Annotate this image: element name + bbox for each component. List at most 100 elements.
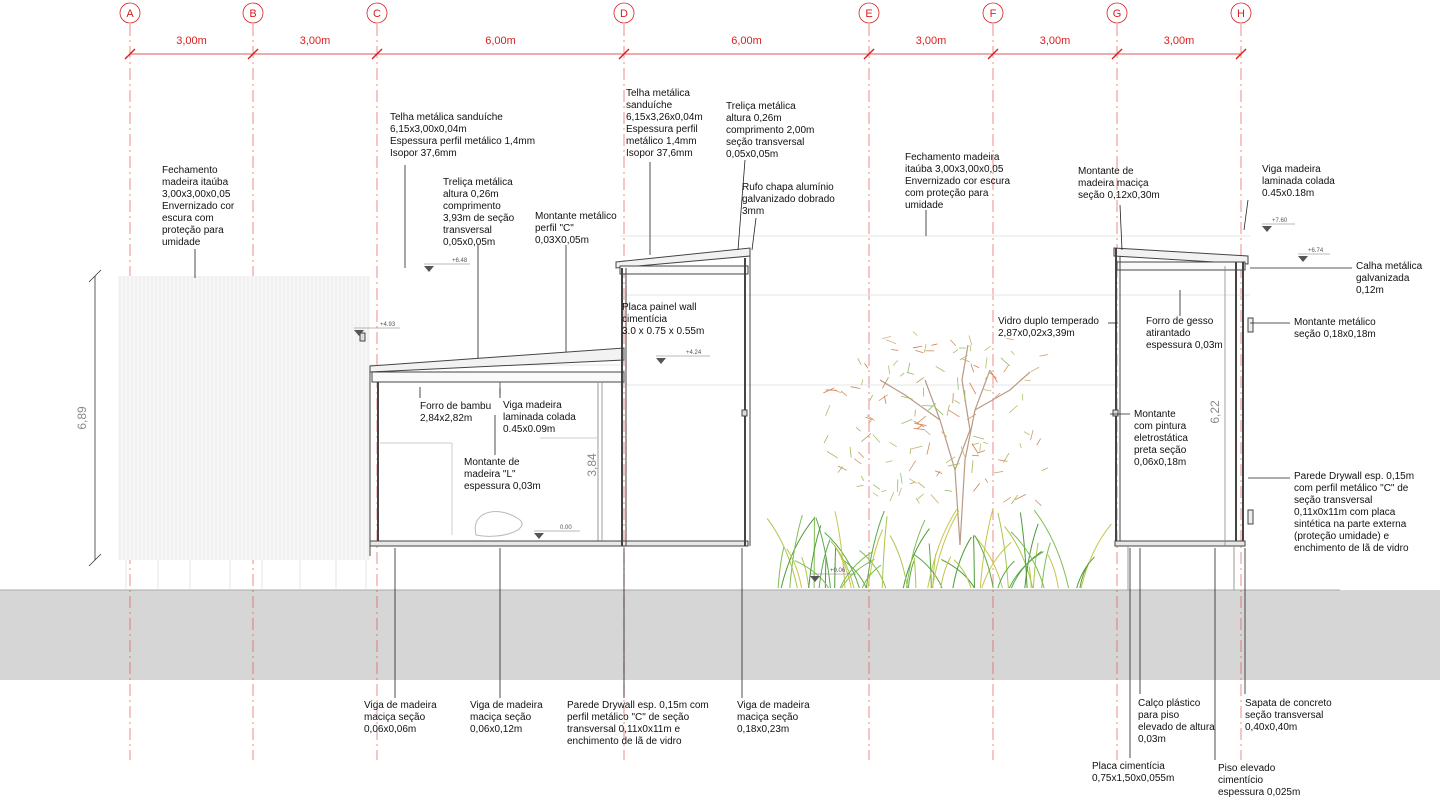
annotation-line: Sapata de concreto xyxy=(1245,698,1332,709)
annotation-line: seção transversal xyxy=(1294,495,1373,506)
annotation-line: 0,03m xyxy=(1138,734,1166,745)
annotation-line: Vidro duplo temperado xyxy=(998,316,1099,327)
ground-soil xyxy=(0,590,1440,680)
annotation-line: Telha metálica xyxy=(626,88,690,99)
grid-bubble-C xyxy=(366,2,388,24)
annotation-line: Viga madeira xyxy=(1262,164,1321,175)
annotation-line: Espessura perfil metálico 1,4mm xyxy=(390,136,536,147)
annotation-line: Viga de madeira xyxy=(737,700,810,711)
height-dimensions xyxy=(88,266,1226,567)
annotation-line: Montante xyxy=(1134,409,1176,420)
annotation-line: 3mm xyxy=(742,206,765,217)
annotation-line: itaúba 3,00x3,00x0,05 xyxy=(905,164,1004,175)
annotation-line: 0,40x0,40m xyxy=(1245,722,1298,733)
annotation-line: cimentícia xyxy=(622,314,668,325)
annotation-line: Viga de madeira xyxy=(470,700,543,711)
annotation-line: espessura 0,025m xyxy=(1218,787,1301,798)
svg-text:0.00: 0.00 xyxy=(560,525,572,531)
grid-label-H: H xyxy=(1237,8,1245,20)
annotation-line: perfil "C" xyxy=(535,223,574,234)
annotation-line: comprimento xyxy=(443,201,501,212)
grid-label-D: D xyxy=(620,8,628,20)
annotation-line: 0,06x0,12m xyxy=(470,724,523,735)
grid-bubble-A xyxy=(119,2,141,24)
annotation-line: elevado de altura xyxy=(1138,722,1215,733)
annotation-line: madeira maciça xyxy=(1078,178,1149,189)
annotation-line: atirantado xyxy=(1146,328,1191,339)
annotation-line: 0,18x0,23m xyxy=(737,724,790,735)
annotation-line: umidade xyxy=(162,237,201,248)
annotation-line: umidade xyxy=(905,200,944,211)
annotation-line: 0,03X0,05m xyxy=(535,235,589,246)
annotation-line: Piso elevado xyxy=(1218,763,1276,774)
grid-span-label: 3,00m xyxy=(1040,35,1071,47)
annotation-line: Placa painel wall xyxy=(622,302,697,313)
annotation-line: laminada colada xyxy=(1262,176,1335,187)
annotation-line: galvanizado dobrado xyxy=(742,194,835,205)
level-marker-424: +4.24 xyxy=(656,350,710,364)
grid-bubble-F xyxy=(982,2,1004,24)
annotation-line: 0,11x0x11m com placa xyxy=(1294,507,1396,518)
grid-bubble-D xyxy=(613,2,635,24)
annotation-line: Calha metálica xyxy=(1356,261,1423,272)
annotation-line: 3,93m de seção xyxy=(443,213,515,224)
annotation-line: Viga de madeira xyxy=(364,700,437,711)
dimension-total-height: 6,89 xyxy=(75,406,89,430)
svg-text:+4.93: +4.93 xyxy=(380,322,396,328)
annotation-line: madeira itaúba xyxy=(162,177,229,188)
annotation-line: enchimento de lã de vidro xyxy=(1294,543,1409,554)
annotation-line: com perfil metálico "C" de xyxy=(1294,483,1409,494)
annotation-line: espessura 0,03m xyxy=(1146,340,1223,351)
annotation-line: galvanizada xyxy=(1356,273,1410,284)
grid-label-A: A xyxy=(126,8,134,20)
annotation-line: 0,05x0,05m xyxy=(726,149,779,160)
grid-span-label: 3,00m xyxy=(300,35,331,47)
annotation-line: cimentício xyxy=(1218,775,1264,786)
annotation-line: Espessura perfil xyxy=(626,124,698,135)
annotation-line: Parede Drywall esp. 0,15m com xyxy=(567,700,709,711)
annotation-line: Placa cimentícia xyxy=(1092,761,1165,772)
svg-text:+6.48: +6.48 xyxy=(452,258,468,264)
annotation-line: Montante metálico xyxy=(1294,317,1376,328)
annotation-line: madeira "L" xyxy=(464,469,516,480)
annotation-line: escura com xyxy=(162,213,214,224)
annotation-line: 0.45x0.18m xyxy=(1262,188,1315,199)
annotation-line: seção transversal xyxy=(726,137,805,148)
grid-label-E: E xyxy=(865,8,872,20)
annotation-line: enchimento de lã de vidro xyxy=(567,736,682,747)
annotation-line: Montante de xyxy=(464,457,520,468)
annotation-line: 0.45x0.09m xyxy=(503,424,556,435)
annotation-line: Forro de gesso xyxy=(1146,316,1214,327)
annotation-line: comprimento 2,00m xyxy=(726,125,815,136)
annotation-line: Treliça metálica xyxy=(443,177,513,188)
annotation-line: laminada colada xyxy=(503,412,576,423)
level-marker-674: +6.74 xyxy=(1298,248,1330,262)
annotation-line: 0,12m xyxy=(1356,285,1384,296)
annotation-line: 3,00x3,00x0,05 xyxy=(162,189,231,200)
annotation-line: sanduíche xyxy=(626,100,673,111)
annotation-line: com proteção para xyxy=(905,188,989,199)
annotation-line: altura 0,26m xyxy=(726,113,782,124)
annotation-line: 0,75x1,50x0,055m xyxy=(1092,773,1175,784)
svg-text:+6.74: +6.74 xyxy=(1308,248,1324,254)
annotation-line: perfil metálico "C" de seção xyxy=(567,712,690,723)
dimension-right-room-height: 6,22 xyxy=(1208,400,1222,424)
grid-span-label: 3,00m xyxy=(916,35,947,47)
annotation-line: 6,15x3,26x0,04m xyxy=(626,112,703,123)
center-room-section xyxy=(615,247,751,546)
